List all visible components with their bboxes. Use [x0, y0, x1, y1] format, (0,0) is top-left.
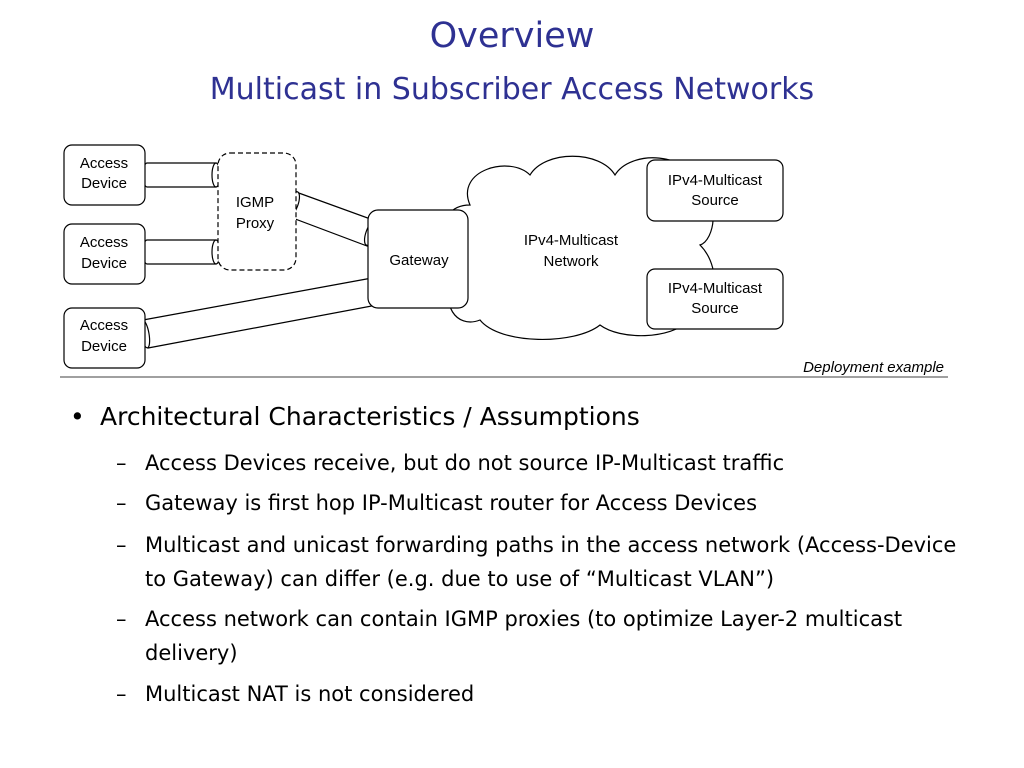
access-device-2-label-line1: Access — [80, 234, 128, 251]
sub-bullet-text: Gateway is first hop IP-Multicast router… — [145, 491, 758, 515]
igmp-proxy-label-line2: Proxy — [236, 215, 275, 232]
access-device-3 — [63, 307, 146, 369]
access-device-1-label-line2: Device — [81, 175, 127, 192]
sub-bullet-marker: – — [116, 451, 127, 475]
sub-bullet-text: Multicast and unicast forwarding paths i… — [145, 533, 957, 591]
source-2-label-line2: Source — [691, 300, 739, 317]
main-bullet-text: Architectural Characteristics / Assumpti… — [100, 402, 640, 431]
diagram-caption: Deployment example — [803, 359, 944, 376]
bullet-marker: • — [70, 402, 85, 431]
sub-bullet-marker: – — [116, 682, 127, 706]
link-pipe-proxy-gateway — [285, 191, 379, 247]
link-pipe-access3-gateway — [139, 276, 380, 349]
source-1-label-line1: IPv4-Multicast — [668, 172, 763, 189]
access-device-3-label-line1: Access — [80, 317, 128, 334]
slide-subtitle: Multicast in Subscriber Access Networks — [209, 72, 815, 107]
gateway-box — [367, 209, 469, 309]
multicast-source-2 — [646, 268, 784, 330]
sub-bullet-text: Multicast NAT is not considered — [145, 682, 475, 706]
sub-bullet-marker: – — [116, 491, 127, 515]
slide-title: Overview — [429, 16, 595, 56]
igmp-proxy-label-line1: IGMP — [236, 194, 274, 211]
igmp-proxy-box — [217, 152, 297, 271]
access-device-2 — [63, 223, 146, 285]
gateway-label: Gateway — [389, 252, 449, 269]
access-device-2-label-line2: Device — [81, 255, 127, 272]
access-device-3-label-line2: Device — [81, 338, 127, 355]
network-label-line1: IPv4-Multicast — [524, 232, 619, 249]
access-device-1-label-line1: Access — [80, 155, 128, 172]
source-1-label-line2: Source — [691, 192, 739, 209]
source-2-label-line1: IPv4-Multicast — [668, 280, 763, 297]
link-pipe-access1-proxy — [142, 162, 221, 188]
sub-bullet-text: Access Devices receive, but do not sourc… — [145, 451, 785, 475]
deployment-diagram: Access Device Access Device Access Devic… — [60, 144, 948, 378]
sub-bullet-text: Access network can contain IGMP proxies … — [145, 607, 903, 665]
sub-bullet-marker: – — [116, 607, 127, 631]
access-device-1 — [63, 144, 146, 206]
network-label-line2: Network — [543, 253, 599, 270]
sub-bullet-marker: – — [116, 533, 127, 557]
multicast-source-1 — [646, 159, 784, 222]
link-pipe-access2-proxy — [142, 239, 221, 265]
